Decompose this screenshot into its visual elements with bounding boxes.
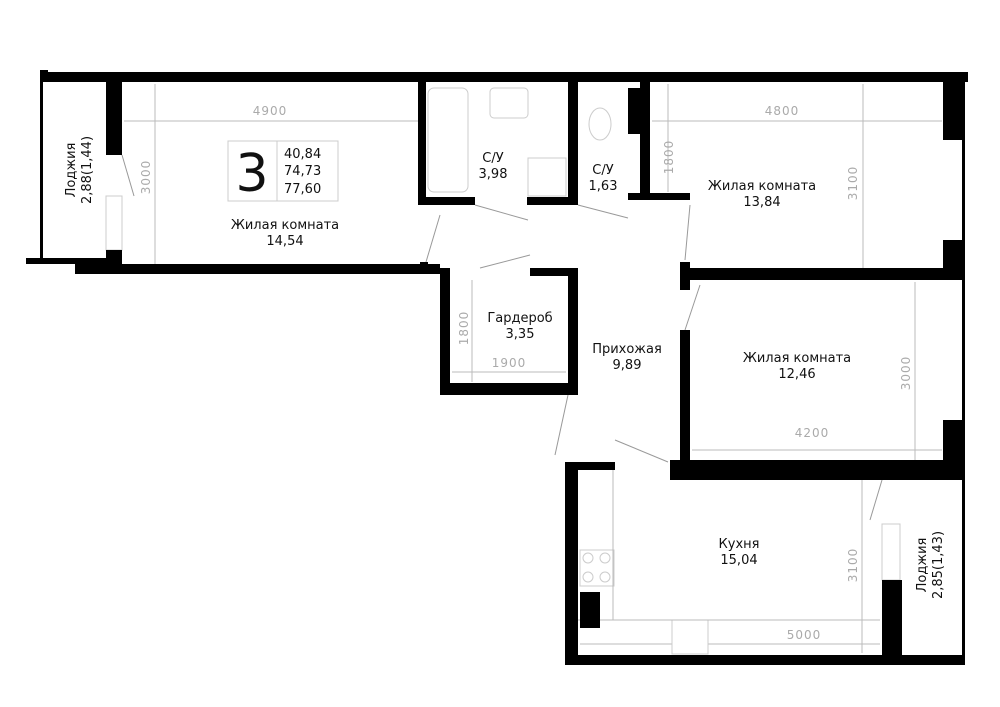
dimension-label: 4800 bbox=[765, 104, 800, 118]
dimension-label: 3000 bbox=[139, 160, 153, 195]
bathtub bbox=[427, 87, 469, 193]
dimension-label: 1800 bbox=[457, 311, 471, 346]
dimension-labels: 4900 3000 4800 1800 3100 1800 1900 3000 … bbox=[139, 104, 913, 642]
apartment-summary: 3 40,84 74,73 77,60 bbox=[227, 140, 339, 204]
bathroom-2-area: 1,63 bbox=[589, 179, 618, 194]
walls bbox=[26, 70, 968, 665]
dimension-label: 5000 bbox=[787, 628, 822, 642]
area-with-loggia: 77,60 bbox=[284, 182, 321, 197]
dimension-label: 4200 bbox=[795, 426, 830, 440]
loggia-1-name: Лоджия bbox=[64, 143, 79, 198]
loggia-2-area: 2,85(1,43) bbox=[931, 531, 946, 599]
dimension-lines bbox=[124, 84, 942, 653]
dimension-label: 3100 bbox=[846, 548, 860, 583]
window-sill bbox=[105, 195, 123, 251]
window-sill bbox=[881, 523, 901, 581]
hallway-name: Прихожая bbox=[592, 342, 662, 357]
toilet bbox=[588, 107, 612, 141]
wardrobe-name: Гардероб bbox=[487, 311, 552, 326]
kitchen-sink bbox=[671, 619, 709, 655]
kitchen-name: Кухня bbox=[719, 537, 760, 552]
sink bbox=[489, 87, 529, 119]
dimension-label: 4900 bbox=[253, 104, 288, 118]
loggia-2-name: Лоджия bbox=[915, 538, 930, 593]
fixtures bbox=[105, 87, 901, 655]
loggia-1-area: 2,88(1,44) bbox=[80, 136, 95, 204]
wardrobe-area: 3,35 bbox=[506, 327, 535, 342]
dimension-label: 1900 bbox=[492, 356, 527, 370]
living-room-3-name: Жилая комната bbox=[743, 351, 851, 366]
living-area: 40,84 bbox=[284, 147, 321, 162]
total-area: 74,73 bbox=[284, 164, 321, 179]
living-room-1-name: Жилая комната bbox=[231, 218, 339, 233]
bathroom-2-name: С/У bbox=[592, 163, 613, 178]
room-labels: Лоджия 2,88(1,44) Жилая комната 14,54 С/… bbox=[64, 136, 946, 599]
dimension-label: 3000 bbox=[899, 356, 913, 391]
hallway-area: 9,89 bbox=[613, 358, 642, 373]
rooms-count: 3 bbox=[235, 144, 268, 204]
bathroom-1-area: 3,98 bbox=[479, 167, 508, 182]
living-room-2-name: Жилая комната bbox=[708, 179, 816, 194]
living-room-1-area: 14,54 bbox=[266, 234, 303, 249]
living-room-3-area: 12,46 bbox=[778, 367, 815, 382]
bathroom-1-name: С/У bbox=[482, 151, 503, 166]
dimension-label: 1800 bbox=[662, 140, 676, 175]
dimension-label: 3100 bbox=[846, 166, 860, 201]
washing-machine bbox=[527, 157, 567, 197]
living-room-2-area: 13,84 bbox=[743, 195, 780, 210]
door-swings bbox=[121, 154, 883, 521]
kitchen-area: 15,04 bbox=[720, 553, 757, 568]
